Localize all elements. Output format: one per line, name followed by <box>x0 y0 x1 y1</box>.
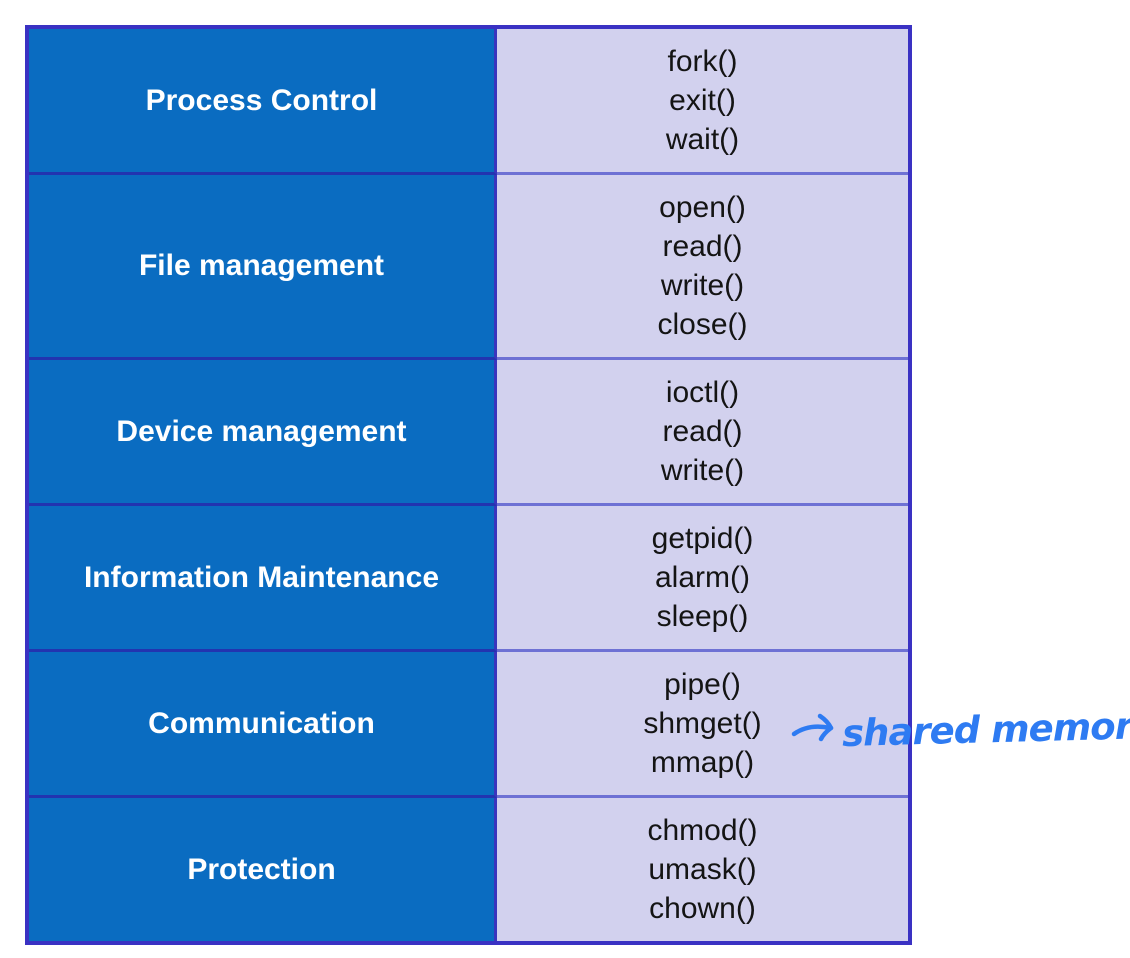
syscall-item: sleep() <box>656 600 749 633</box>
table-row: Information Maintenance getpid() alarm() sl… <box>29 506 908 652</box>
syscall-item: exit() <box>669 84 736 117</box>
table-row: File management open() read() write() close(… <box>29 175 908 360</box>
table-row: Device management ioctl() read() write() <box>29 360 908 506</box>
syscalls-cell: chmod() umask() chown() <box>497 798 908 941</box>
syscall-item: close() <box>657 308 748 341</box>
syscall-item: ioctl() <box>665 376 740 409</box>
syscalls-cell: fork() exit() wait() <box>497 29 908 175</box>
syscall-item: fork() <box>667 45 738 78</box>
syscalls-cell: open() read() write() close() <box>497 175 908 360</box>
syscalls-cell: pipe() shmget() mmap() <box>497 652 908 798</box>
syscall-item: chown() <box>649 892 756 925</box>
category-cell: File management <box>29 175 497 360</box>
syscall-item: write() <box>660 454 745 487</box>
syscall-item: read() <box>662 230 743 263</box>
syscall-item: mmap() <box>650 746 755 779</box>
syscall-item: umask() <box>648 853 757 886</box>
category-cell: Process Control <box>29 29 497 175</box>
syscall-item: open() <box>659 191 746 224</box>
syscalls-cell: ioctl() read() write() <box>497 360 908 506</box>
table-row: Communication pipe() shmget() mmap() <box>29 652 908 798</box>
system-calls-table: Process Control fork() exit() wait() File ma… <box>25 25 912 945</box>
table-row: Process Control fork() exit() wait() <box>29 29 908 175</box>
syscall-item: write() <box>660 269 745 302</box>
category-cell: Protection <box>29 798 497 941</box>
syscalls-cell: getpid() alarm() sleep() <box>497 506 908 652</box>
category-cell: Communication <box>29 652 497 798</box>
syscall-item: getpid() <box>651 522 754 555</box>
syscall-item: pipe() <box>664 668 741 701</box>
syscall-item: shmget() <box>643 707 762 740</box>
table-row: Protection chmod() umask() chown() <box>29 798 908 941</box>
syscall-item: wait() <box>665 123 740 156</box>
category-cell: Device management <box>29 360 497 506</box>
category-cell: Information Maintenance <box>29 506 497 652</box>
syscall-item: alarm() <box>655 561 750 594</box>
syscall-item: chmod() <box>647 814 758 847</box>
syscall-item: read() <box>662 415 743 448</box>
